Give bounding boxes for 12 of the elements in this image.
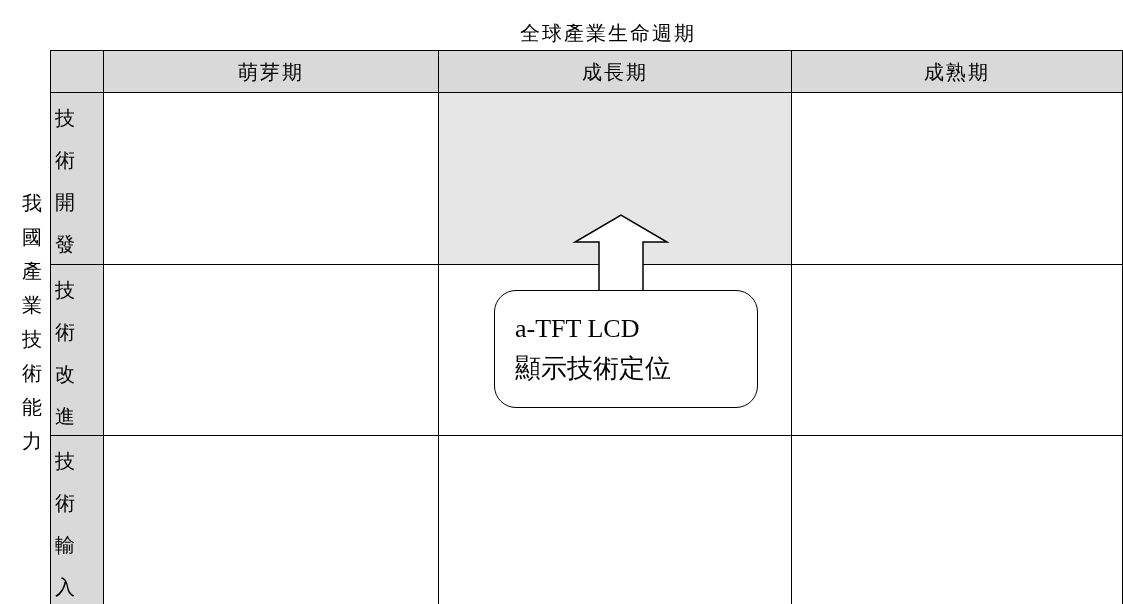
row-header: 技術改進: [55, 278, 75, 429]
axis-label: 我國產業技術能力: [22, 191, 42, 454]
row-header: 技術開發: [55, 106, 75, 257]
block-arrow: [572, 214, 670, 291]
column-header: 成長期: [582, 59, 648, 85]
row-header: 技術輸入: [55, 449, 75, 600]
column-header: 成熟期: [924, 59, 990, 85]
callout-box: [494, 290, 758, 408]
highlighted-cell: [439, 93, 792, 265]
chart-title: 全球產業生命週期: [520, 21, 696, 46]
callout-text: a-TFT LCD 顯示技術定位: [515, 312, 672, 385]
column-header: 萌芽期: [238, 59, 304, 85]
